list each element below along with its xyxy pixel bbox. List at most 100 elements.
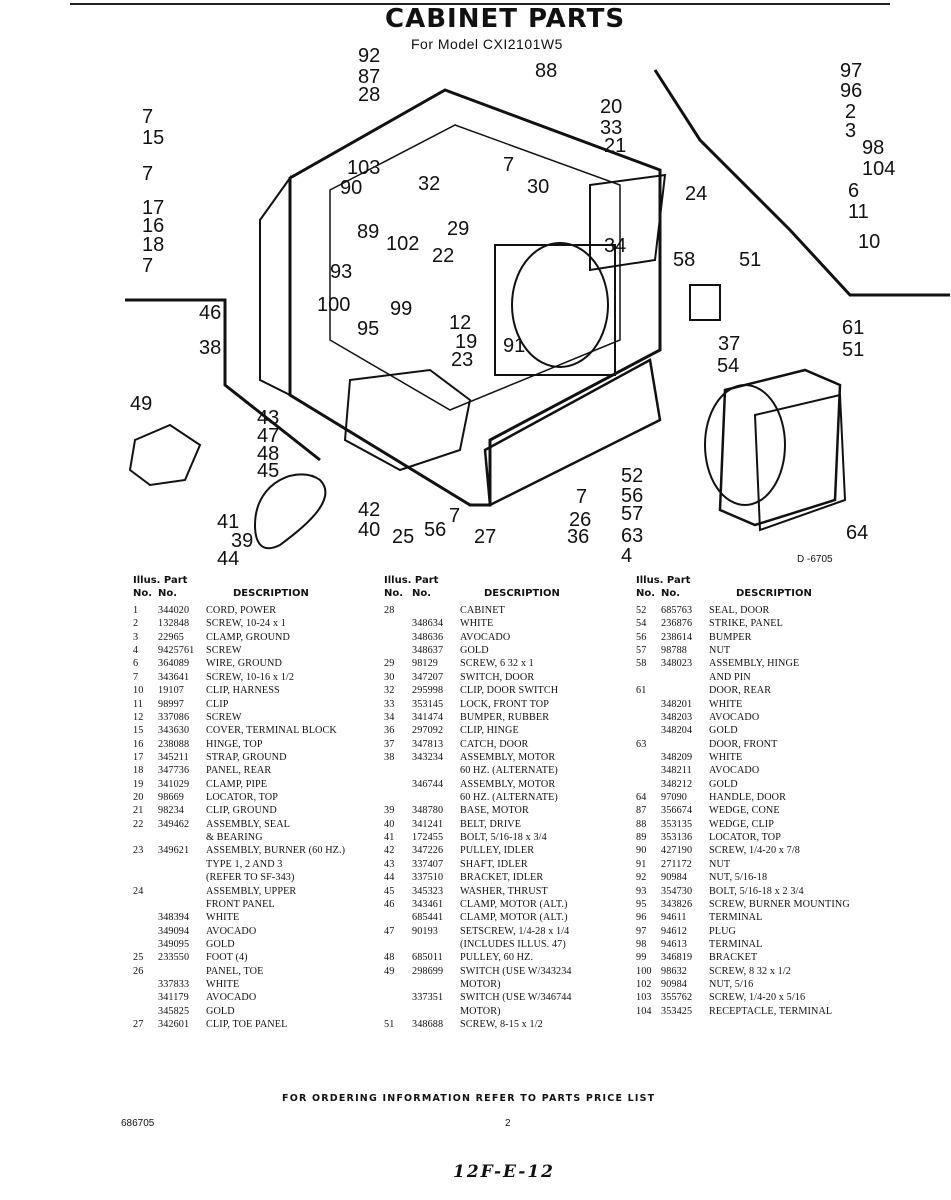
callout: 27: [474, 526, 496, 548]
part-no: 346819: [661, 952, 693, 964]
callout: 26: [569, 509, 591, 531]
description: COVER, TERMINAL BLOCK: [206, 725, 337, 737]
callout: 4: [621, 545, 632, 567]
part-no: 347813: [412, 738, 444, 750]
part-no: 337833: [158, 979, 190, 991]
header-no-2: No.: [661, 588, 681, 599]
callout: 41: [217, 511, 239, 533]
part-no: [158, 871, 206, 884]
illus-no: 22: [133, 818, 144, 830]
illus-no: 91: [636, 858, 647, 870]
part-no: 347736: [158, 765, 190, 777]
part-no: 353135: [661, 818, 693, 830]
illus-no: [636, 764, 661, 777]
part-no: [412, 978, 460, 991]
callout: 16: [142, 215, 164, 237]
illus-no: [636, 671, 661, 684]
callout: 30: [527, 176, 549, 198]
callout: 58: [673, 249, 695, 271]
table-row: TYPE 1, 2 AND 3: [133, 858, 345, 871]
cabinet-left-side: [259, 174, 291, 397]
illus-no: 21: [133, 805, 144, 817]
description: SCREW, 1/4-20 x 7/8: [709, 845, 800, 857]
part-no: 353145: [412, 698, 444, 710]
description: CATCH, DOOR: [460, 738, 529, 750]
description: CLAMP, MOTOR (ALT.): [460, 912, 568, 924]
part-no: 348688: [412, 1019, 444, 1031]
callout: 88: [535, 60, 557, 82]
description: AVOCADO: [709, 711, 760, 723]
description: SEAL, DOOR: [709, 605, 770, 616]
illus-no: 88: [636, 818, 647, 830]
illus-no: 44: [384, 872, 395, 884]
description: WIRE, GROUND: [206, 658, 282, 670]
part-no: [158, 831, 206, 844]
description: GOLD: [709, 778, 738, 790]
part-no: 337510: [412, 872, 444, 884]
illus-no: 33: [384, 698, 395, 710]
model-subtitle: For Model CXI2101W5: [411, 36, 563, 52]
callout: 34: [604, 235, 626, 257]
callout: 103: [347, 157, 380, 179]
description: (REFER TO SF-343): [206, 872, 295, 884]
page-number: 2: [505, 1118, 511, 1129]
part-no: 356674: [661, 805, 693, 817]
part-no: 98234: [158, 805, 184, 817]
part-no: 90984: [661, 979, 687, 991]
part-no: 341179: [158, 992, 189, 1004]
callout: 47: [257, 425, 279, 447]
description: CABINET: [460, 605, 505, 616]
illus-no: [133, 911, 158, 924]
motor-assembly: [343, 368, 472, 472]
illus-no: 45: [384, 885, 395, 897]
part-no: 337086: [158, 711, 190, 723]
illus-no: [133, 991, 158, 1004]
illus-no: 52: [636, 605, 647, 616]
illus-no: [636, 711, 661, 724]
description: CLAMP, GROUND: [206, 631, 290, 643]
part-no: 349095: [158, 938, 190, 950]
callout: 95: [357, 318, 379, 340]
illus-no: [384, 764, 412, 777]
illus-no: 48: [384, 952, 395, 964]
rear-door: [718, 368, 842, 527]
top-rule: [70, 3, 890, 5]
part-no: 98632: [661, 965, 687, 977]
illus-no: 51: [384, 1019, 395, 1031]
document-number: 686705: [121, 1118, 155, 1129]
description: MOTOR): [460, 1005, 501, 1017]
drawing-number: D -6705: [797, 554, 833, 565]
description: ASSEMBLY, SEAL: [206, 818, 290, 830]
part-no: 295998: [412, 685, 444, 697]
part-no: 349621: [158, 845, 190, 857]
page-title: CABINET PARTS: [385, 4, 626, 34]
header-illus-part: Illus. Part: [384, 575, 439, 586]
table-row: 51 348688 SCREW, 8-15 x 1/2: [384, 1018, 572, 1031]
part-no: 348637: [412, 645, 444, 657]
illus-no: 92: [636, 872, 647, 884]
description: AVOCADO: [460, 631, 511, 643]
description: HANDLE, DOOR: [709, 792, 787, 804]
illus-no: 96: [636, 912, 647, 924]
callout: 93: [330, 261, 352, 283]
callout: 104: [862, 158, 895, 180]
callout: 7: [142, 255, 153, 277]
part-no: 337407: [412, 858, 444, 870]
description: WEDGE, CONE: [709, 805, 780, 817]
description: SCREW, 8-15 x 1/2: [460, 1019, 543, 1031]
table-row: FRONT PANEL: [133, 898, 345, 911]
